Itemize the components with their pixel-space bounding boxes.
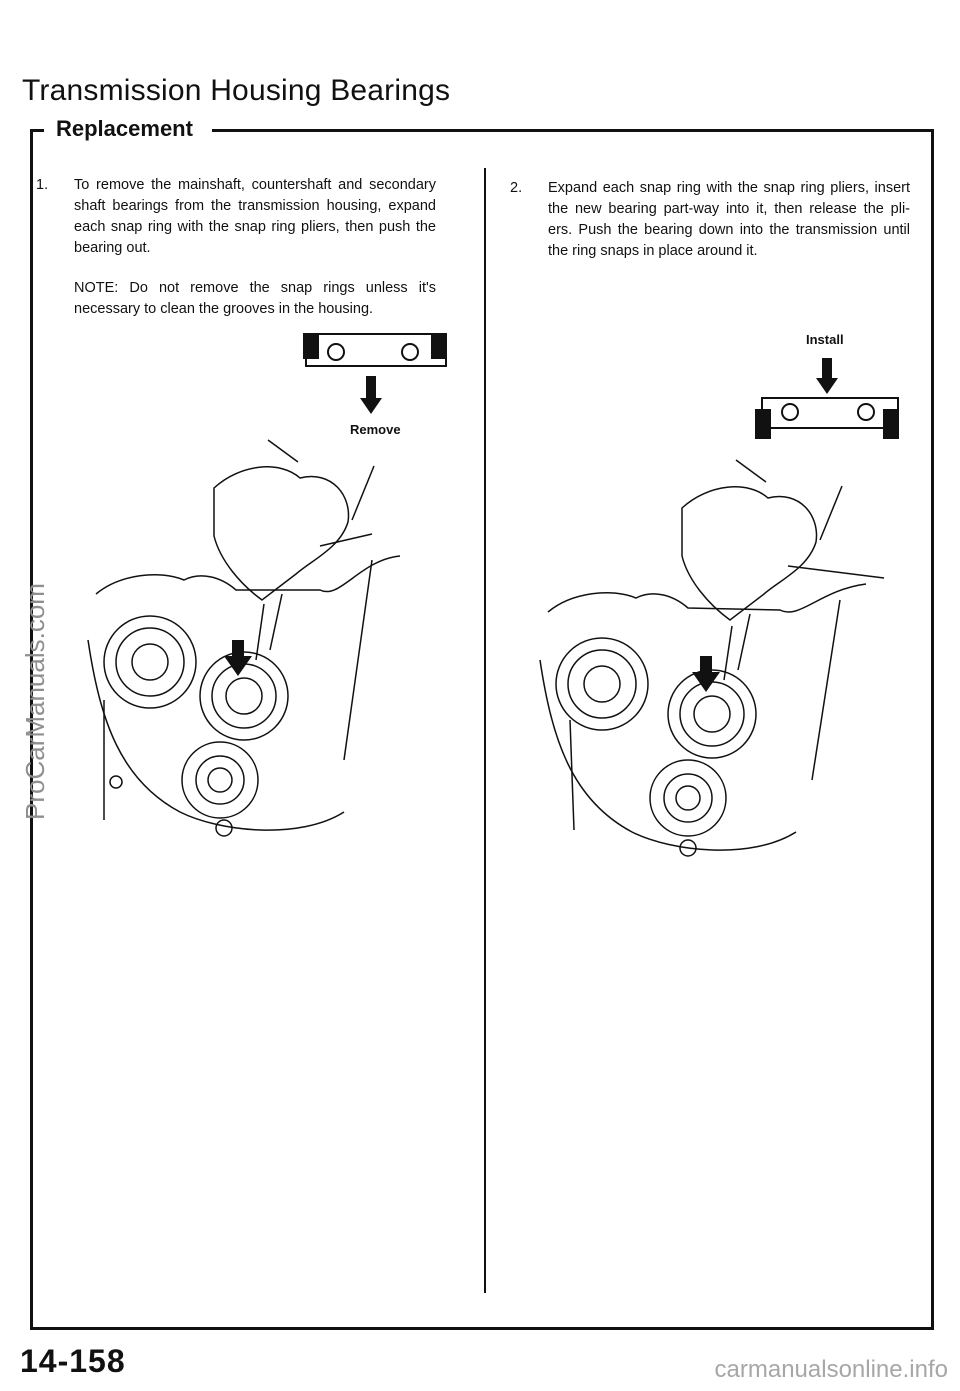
page-number: 14-158 xyxy=(20,1343,126,1379)
section-frame xyxy=(30,130,934,1330)
footer-url: carmanualsonline.info xyxy=(714,1356,948,1383)
arrow-down-icon xyxy=(360,376,382,414)
frame-left-stub xyxy=(30,129,33,149)
step-number: 2. xyxy=(510,180,523,196)
note-text: NOTE: Do not remove the snap rings unles… xyxy=(74,280,436,317)
watermark: ProCarManuals.com xyxy=(20,583,50,820)
frame-top-right-rule xyxy=(212,129,934,132)
arrow-down-icon xyxy=(692,656,720,692)
section-title: Replacement xyxy=(56,116,193,141)
step-number: 1. xyxy=(36,177,49,193)
install-label: Install xyxy=(806,332,844,347)
step-1: 1. To remove the mainshaft, countershaft… xyxy=(36,175,436,259)
housing-illustration-remove xyxy=(87,439,401,837)
remove-label: Remove xyxy=(350,422,401,437)
housing-illustration-install xyxy=(539,459,885,857)
frame-top-left-rule xyxy=(30,129,44,132)
step-text: Expand each snap ring with the snap ring… xyxy=(548,180,910,259)
arrow-down-icon xyxy=(224,640,252,676)
bearing-diagram-install xyxy=(755,397,899,439)
step-2: 2. Expand each snap ring with the snap r… xyxy=(510,178,910,262)
page-title: Transmission Housing Bearings xyxy=(22,74,451,107)
arrow-down-icon xyxy=(816,358,838,394)
bearing-diagram-remove xyxy=(303,333,447,367)
column-divider xyxy=(484,168,486,1293)
step-text: To remove the mainshaft, countershaft an… xyxy=(74,177,436,256)
